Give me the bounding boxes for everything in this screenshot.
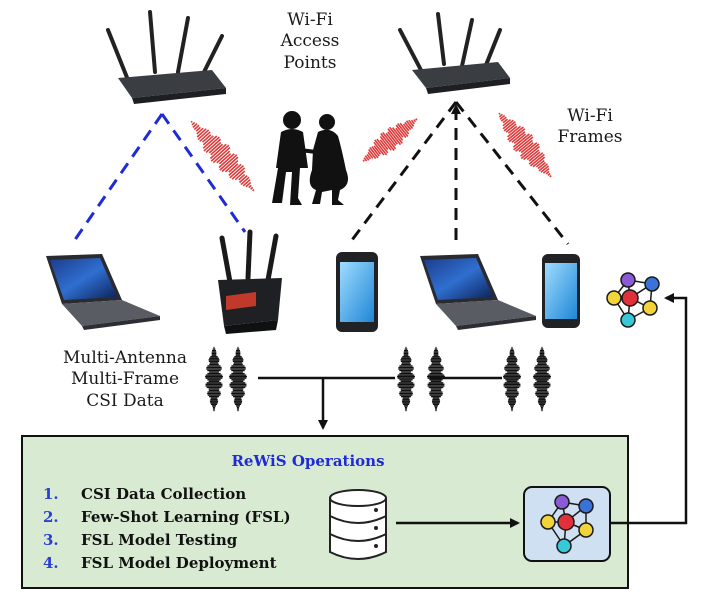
- database-icon: [329, 489, 387, 560]
- waveform-icon: [533, 346, 551, 412]
- blue-wifi-links: [70, 113, 247, 245]
- waveform-icon: [427, 346, 445, 412]
- router-icon: [398, 12, 510, 94]
- operations-title: ReWiS Operations: [231, 452, 385, 470]
- label-line: Wi-Fi: [567, 106, 613, 126]
- step-label: CSI Data Collection: [81, 485, 247, 503]
- neural-network-icon: [606, 272, 660, 328]
- smartphone-icon: [336, 252, 378, 332]
- step-item: 4. FSL Model Deployment: [43, 554, 277, 572]
- step-item: 3. FSL Model Testing: [43, 531, 237, 549]
- step-label: Few-Shot Learning (FSL): [81, 508, 291, 526]
- csi-data-label: Multi-Antenna Multi-Frame CSI Data: [40, 348, 210, 412]
- label-line: Points: [283, 52, 337, 73]
- label-line: Frames: [557, 127, 623, 148]
- black-wifi-links: [350, 101, 570, 245]
- people-silhouette-icon: [272, 111, 348, 205]
- waveform-icon: [397, 346, 415, 412]
- step-number: 1.: [43, 485, 59, 503]
- laptop-icon: [420, 254, 536, 330]
- step-number: 4.: [43, 554, 59, 572]
- access-points-label: Wi-Fi Access Points: [240, 10, 380, 74]
- label-line: Access: [280, 31, 340, 52]
- waveform-icon: [205, 346, 223, 412]
- label-line: Multi-Frame: [70, 369, 180, 390]
- label-line: Multi-Antenna: [63, 348, 187, 368]
- waveform-icon: [190, 120, 255, 192]
- laptop-icon: [46, 254, 160, 330]
- waveform-icon: [229, 346, 247, 412]
- step-label: FSL Model Testing: [81, 531, 238, 549]
- router-icon: [106, 10, 226, 104]
- wifi-frame-waveforms: [190, 112, 552, 192]
- label-line: CSI Data: [86, 390, 164, 411]
- step-item: 2. Few-Shot Learning (FSL): [43, 508, 291, 526]
- gaming-router-icon: [218, 229, 282, 334]
- step-number: 3.: [43, 531, 59, 549]
- deployment-arrow: [610, 293, 688, 525]
- waveform-icon: [362, 118, 418, 162]
- smartphone-icon: [542, 254, 580, 328]
- csi-waveforms: [205, 346, 551, 412]
- step-label: FSL Model Deployment: [81, 554, 277, 572]
- neural-network-icon: [540, 494, 594, 554]
- wifi-frames-label: Wi-Fi Frames: [540, 106, 640, 149]
- label-line: Wi-Fi: [287, 10, 333, 30]
- waveform-icon: [503, 346, 521, 412]
- waveform-icon: [498, 112, 552, 178]
- csi-connectors: [258, 376, 502, 430]
- step-number: 2.: [43, 508, 59, 526]
- step-item: 1. CSI Data Collection: [43, 485, 246, 503]
